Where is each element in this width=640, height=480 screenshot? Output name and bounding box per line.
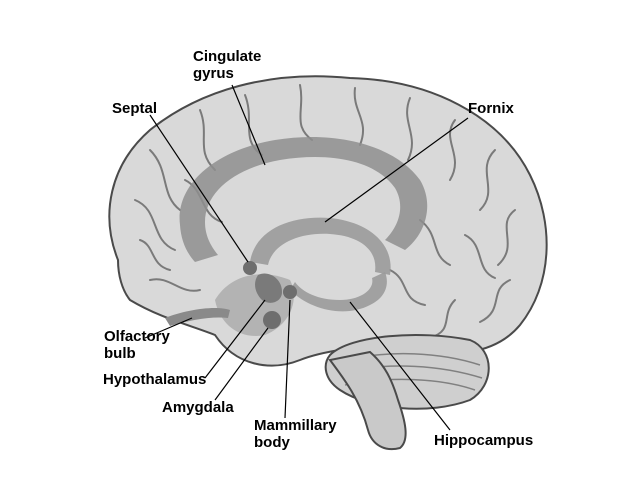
mammillary-body-shape — [283, 285, 297, 299]
label-mammillary-body-line1: Mammillary — [254, 417, 337, 434]
label-mammillary-body-line2: body — [254, 434, 337, 451]
label-septal: Septal — [112, 100, 157, 117]
label-amygdala: Amygdala — [162, 399, 234, 416]
label-cingulate-gyrus-line1: Cingulate — [193, 48, 261, 65]
label-fornix: Fornix — [468, 100, 514, 117]
label-olfactory-bulb-line2: bulb — [104, 345, 170, 362]
amygdala-shape — [263, 311, 281, 329]
label-olfactory-bulb: Olfactory bulb — [104, 328, 170, 362]
label-hypothalamus: Hypothalamus — [103, 371, 206, 388]
label-hippocampus: Hippocampus — [434, 432, 533, 449]
label-cingulate-gyrus-line2: gyrus — [193, 65, 261, 82]
septal-nucleus — [243, 261, 257, 275]
label-olfactory-bulb-line1: Olfactory — [104, 328, 170, 345]
label-mammillary-body: Mammillary body — [254, 417, 337, 451]
label-cingulate-gyrus: Cingulate gyrus — [193, 48, 261, 82]
